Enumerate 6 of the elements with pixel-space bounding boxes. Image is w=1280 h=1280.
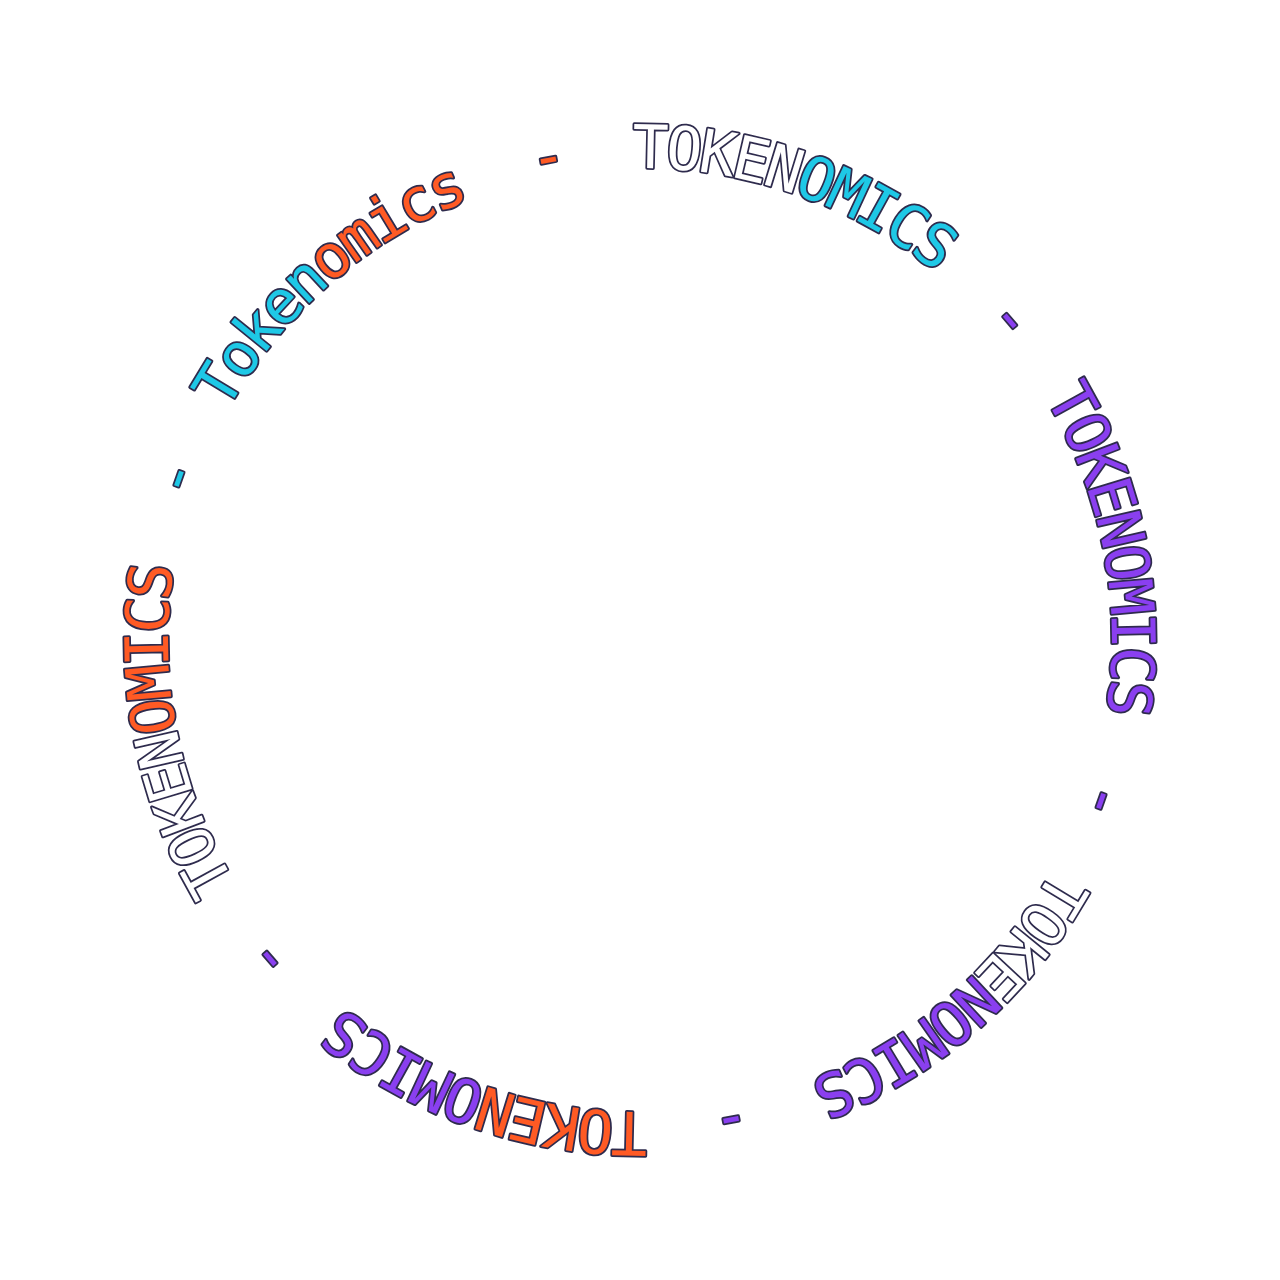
- dash-separator: -: [135, 448, 214, 506]
- dash-separator: -: [974, 281, 1052, 355]
- dash-separator: -: [228, 925, 305, 999]
- dash-separator: -: [1066, 773, 1145, 832]
- dash-separator: -: [707, 1086, 757, 1163]
- dash-separator: -: [523, 117, 572, 194]
